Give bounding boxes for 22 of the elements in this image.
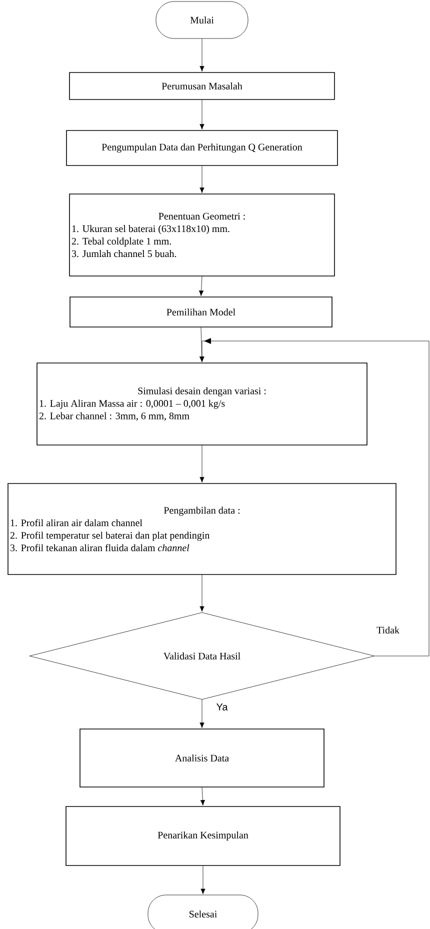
edge-label: Tidak bbox=[376, 625, 400, 634]
arrow bbox=[198, 276, 204, 296]
process-box: Perumusan Masalah bbox=[69, 72, 335, 100]
process-box: Pemilihan Model bbox=[70, 296, 332, 328]
arrow bbox=[200, 166, 204, 194]
arrow bbox=[200, 100, 204, 130]
process-box: Penentuan Geometri : 1. Ukuran sel baterai (63x118x10) mm. 2. Tebal coldplate 1 mm. 3. Jumlah channel 5 buah. bbox=[69, 194, 335, 276]
arrow bbox=[200, 574, 204, 612]
arrow bbox=[200, 700, 204, 728]
end-terminal: Selesai bbox=[148, 894, 258, 929]
process-box: Analisis Data bbox=[80, 728, 324, 788]
arrow bbox=[200, 445, 204, 483]
arrow bbox=[200, 38, 204, 72]
start-terminal: Mulai bbox=[156, 1, 248, 39]
feedback-arrow bbox=[200, 338, 430, 656]
process-box: Penarikan Kesimpulan bbox=[66, 806, 340, 866]
arrow bbox=[200, 866, 206, 894]
process-box: Simulasi desain dengan variasi : 1. Laju Aliran Massa air : 0,0001 – 0,001 kg/s 2. Lebar channel : 3mm, 6 mm, 8mm bbox=[36, 362, 368, 446]
arrow bbox=[200, 787, 206, 806]
process-box: Pengambilan data : 1. Profil aliran air dalam channel 2. Profil temperatur sel baterai dan plat pendingin 3. Profil tekanan aliran fluida dalam channel bbox=[8, 483, 396, 575]
process-box: Pengumpulan Data dan Perhitungan Q Generation bbox=[66, 130, 338, 166]
edge-label: Ya bbox=[215, 702, 229, 712]
